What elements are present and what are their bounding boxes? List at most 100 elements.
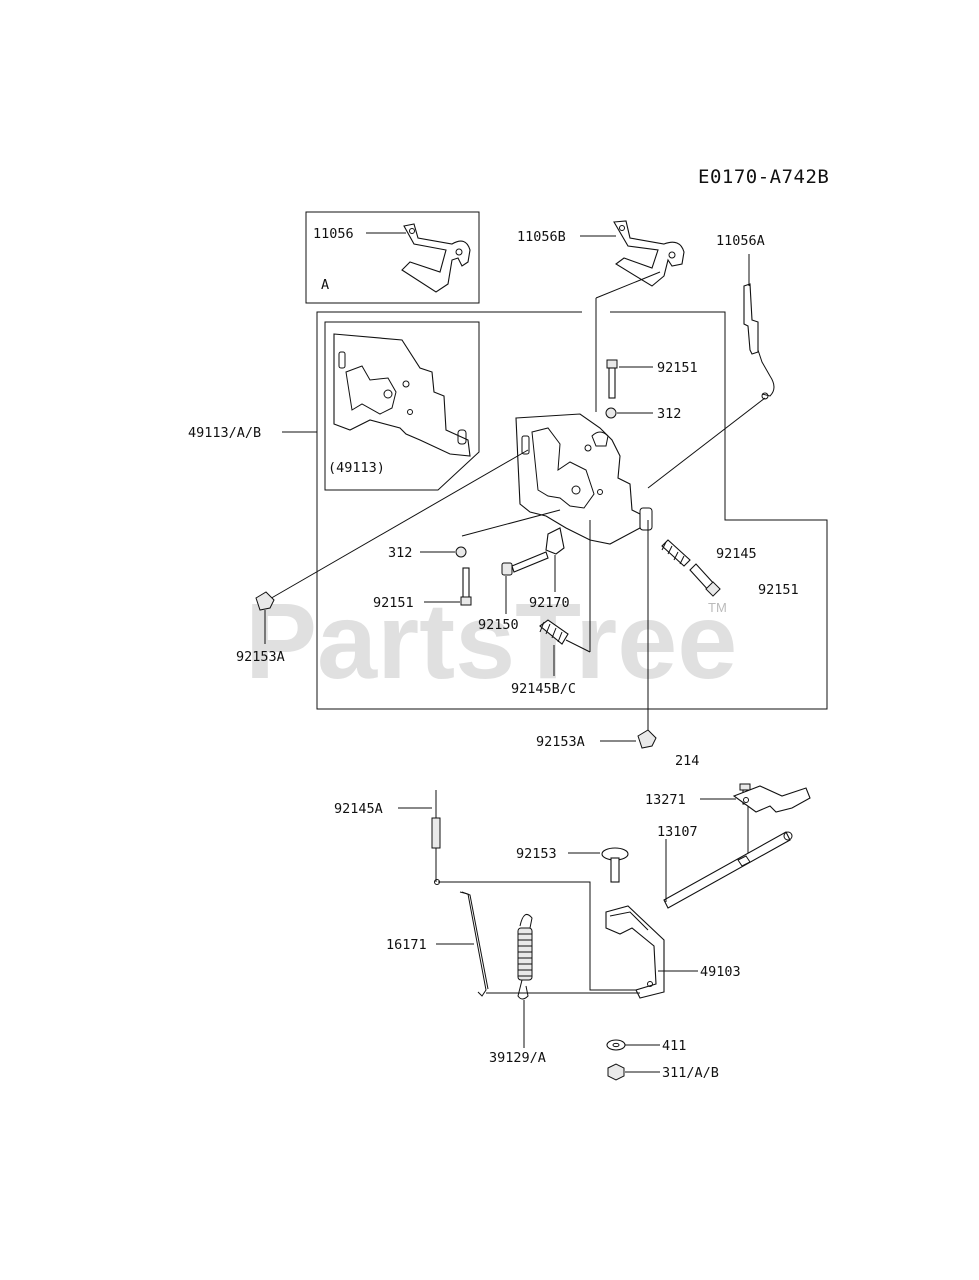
spring-39129A-coils — [518, 933, 532, 977]
plate-13271 — [732, 785, 811, 813]
watermark: PartsTree — [245, 580, 737, 701]
bracket-11056-hole — [409, 228, 415, 234]
label-13107: 13107 — [657, 824, 698, 840]
control-plate-hole-3 — [584, 444, 592, 452]
plate-49113-hole-2 — [407, 409, 413, 415]
inset-a-frame — [305, 211, 480, 304]
label-312-top: 312 — [657, 406, 681, 422]
part-13107: 13107 — [657, 824, 793, 909]
label-92153: 92153 — [516, 846, 557, 862]
label-11056A: 11056A — [716, 233, 765, 249]
part-92153: 92153 — [516, 846, 629, 883]
label-411: 411 — [662, 1038, 686, 1054]
label-49103: 49103 — [700, 964, 741, 980]
label-92145: 92145 — [716, 546, 757, 562]
screw-214-head — [739, 783, 751, 791]
bracket-11056-shape — [401, 223, 471, 293]
bolt-92153-shank — [610, 857, 620, 883]
inset-a-caption: A — [321, 277, 329, 293]
washer-411 — [606, 1039, 626, 1051]
bolt-92150-shank — [511, 551, 549, 573]
label-92153A-bottom: 92153A — [536, 734, 585, 750]
nut-312-left — [455, 546, 467, 558]
bracket-11056-hole-2 — [455, 248, 463, 256]
leader-92145A-link — [438, 881, 640, 991]
bolt-92151-top-shank — [608, 367, 616, 399]
watermark-trademark: TM — [708, 600, 727, 615]
bracket-11056B-hole-2 — [668, 251, 676, 259]
leader-bracket-to-plate-2 — [595, 271, 661, 299]
inset-49113-caption: (49113) — [328, 460, 385, 476]
diagram-code: E0170-A742B — [698, 166, 829, 188]
inset-49113: (49113) — [324, 321, 480, 491]
part-311AB: 311/A/B — [607, 1063, 719, 1081]
bracket-11056A-hole — [761, 392, 769, 400]
bracket-11056B-hole — [619, 225, 625, 231]
part-92145A: 92145A — [334, 790, 640, 991]
part-411: 411 — [606, 1038, 686, 1054]
spring-39129A-hook-top — [519, 913, 533, 929]
plate-49113-detail — [345, 365, 397, 415]
part-92151-top: 92151 — [606, 359, 698, 399]
part-92170: 92170 — [529, 527, 570, 611]
label-49113AB: 49113/A/B — [188, 425, 261, 441]
plate-49113-slot — [338, 351, 346, 369]
part-92150: 92150 — [478, 551, 549, 633]
control-plate-tab — [591, 431, 609, 447]
shaft-13107-notch — [737, 855, 751, 867]
washer-411-hole — [612, 1042, 620, 1048]
label-92151-left: 92151 — [373, 595, 414, 611]
label-92151-right: 92151 — [758, 582, 799, 598]
control-plate-shape — [515, 413, 641, 545]
part-11056B: 11056B — [517, 220, 685, 287]
label-13271: 13271 — [645, 792, 686, 808]
bracket-11056A-shape — [743, 283, 759, 355]
plate-49113-hole-3 — [402, 380, 410, 388]
bolt-92151-top-head — [606, 359, 618, 369]
leader-92145BC-2 — [565, 639, 591, 653]
shaft-13107 — [663, 831, 791, 909]
part-11056A: 11056A — [716, 233, 775, 400]
bolt-92153A-bottom — [637, 729, 657, 749]
bolt-92151-right-head — [705, 581, 721, 597]
label-11056: 11056 — [313, 226, 354, 242]
spring-39129A-hook-bottom — [517, 979, 529, 1000]
label-311AB: 311/A/B — [662, 1065, 719, 1081]
plate-49113-shape — [333, 333, 471, 457]
leader-92153A-left — [267, 449, 529, 601]
shaft-13107-end — [783, 831, 793, 841]
plate-49113-hole — [383, 389, 393, 399]
label-92145A: 92145A — [334, 801, 383, 817]
control-plate-hole-2 — [597, 489, 603, 495]
clip-92170 — [545, 527, 565, 555]
plate-49113-slot-2 — [457, 429, 467, 445]
leader-312-left-plate — [461, 509, 561, 537]
nut-311AB — [607, 1063, 625, 1081]
part-49103: 49103 — [605, 905, 741, 999]
label-16171: 16171 — [386, 937, 427, 953]
control-plate-slot-2 — [639, 507, 653, 531]
part-92151-right: 92151 — [689, 563, 799, 598]
part-312-top: 312 — [605, 406, 681, 422]
bolt-92151-left-shank — [462, 567, 470, 599]
part-92153A-left: 92153A — [236, 591, 285, 665]
label-312-left: 312 — [388, 545, 412, 561]
plate-13271-hole — [743, 797, 749, 803]
label-92170: 92170 — [529, 595, 570, 611]
control-plate-hole — [571, 485, 581, 495]
bolt-92151-left-head — [460, 596, 472, 606]
part-92145BC: 92145B/C — [511, 619, 591, 697]
part-92151-left: 92151 — [373, 567, 472, 611]
lever-49103 — [605, 905, 665, 999]
part-39129A: 39129/A — [489, 913, 546, 1066]
inset-49113-frame — [324, 321, 480, 491]
part-16171: 16171 — [386, 891, 640, 997]
lever-49103-hole — [647, 981, 653, 987]
spring-92145A — [431, 817, 441, 849]
part-92145: 92145 — [661, 539, 757, 567]
bolt-92150-head — [501, 562, 513, 576]
part-13271: 13271 — [645, 785, 811, 856]
bracket-11056A-tail — [757, 349, 775, 397]
spring-92145BC-coils — [539, 621, 563, 643]
